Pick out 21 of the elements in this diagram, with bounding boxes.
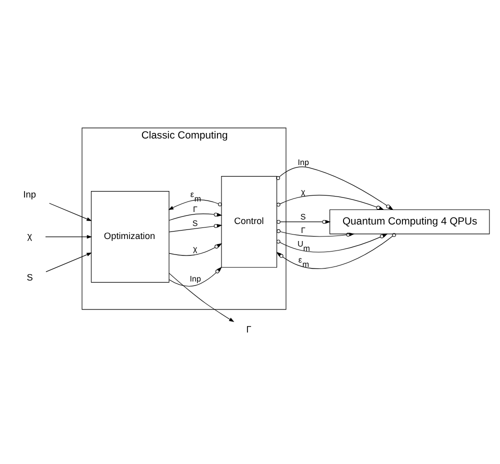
arrow [168,242,222,256]
arrow [168,212,222,220]
node-text: S [26,272,33,282]
node-box: Control [221,176,278,268]
node-box: Quantum Computing 4 QPUs [330,208,490,234]
arrow [168,266,222,286]
arrow [168,199,222,210]
node-text: χ [27,230,32,241]
arrow [276,233,388,252]
arrow [168,272,234,322]
arrow [168,224,222,232]
arrow [276,194,384,210]
node-box: Optimization [90,190,170,282]
node-text: Inp [23,189,36,200]
arrow [46,252,92,272]
arrow [276,232,396,268]
arrow [49,202,92,221]
node-text: Γ [246,324,252,334]
arrow [45,234,92,238]
arrow [276,228,355,236]
arrow [276,166,394,210]
